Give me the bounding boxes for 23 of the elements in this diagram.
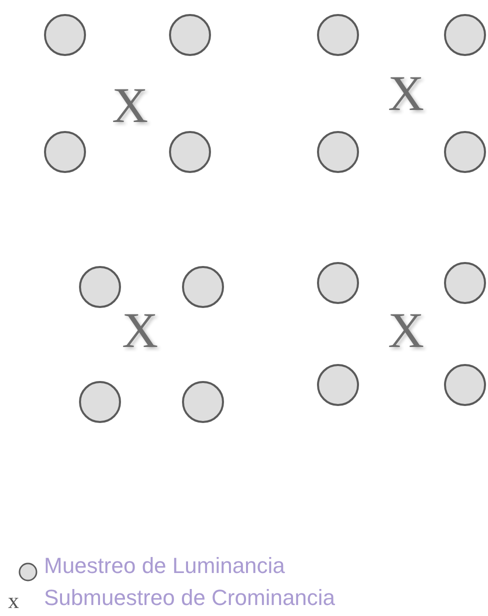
sample-circle <box>79 266 121 308</box>
chroma-mark: X <box>112 80 148 130</box>
legend-text: Submuestreo de Crominancia <box>44 587 336 609</box>
legend-text: Muestreo de Luminancia <box>44 555 285 577</box>
sample-circle <box>444 262 486 304</box>
chroma-mark: X <box>388 305 424 355</box>
sample-circle <box>79 381 121 423</box>
sample-circle <box>317 262 359 304</box>
sample-circle <box>169 14 211 56</box>
sample-circle <box>444 14 486 56</box>
sample-circle <box>169 131 211 173</box>
chroma-mark: X <box>122 305 158 355</box>
sample-circle <box>44 14 86 56</box>
sample-circle <box>317 131 359 173</box>
sample-circle <box>317 364 359 406</box>
sample-circle <box>317 14 359 56</box>
sample-circle <box>44 131 86 173</box>
legend-symbol: x <box>8 590 19 612</box>
sample-circle <box>182 266 224 308</box>
sample-circle <box>182 381 224 423</box>
sample-circle <box>444 131 486 173</box>
chroma-mark: X <box>388 68 424 118</box>
sample-circle <box>444 364 486 406</box>
